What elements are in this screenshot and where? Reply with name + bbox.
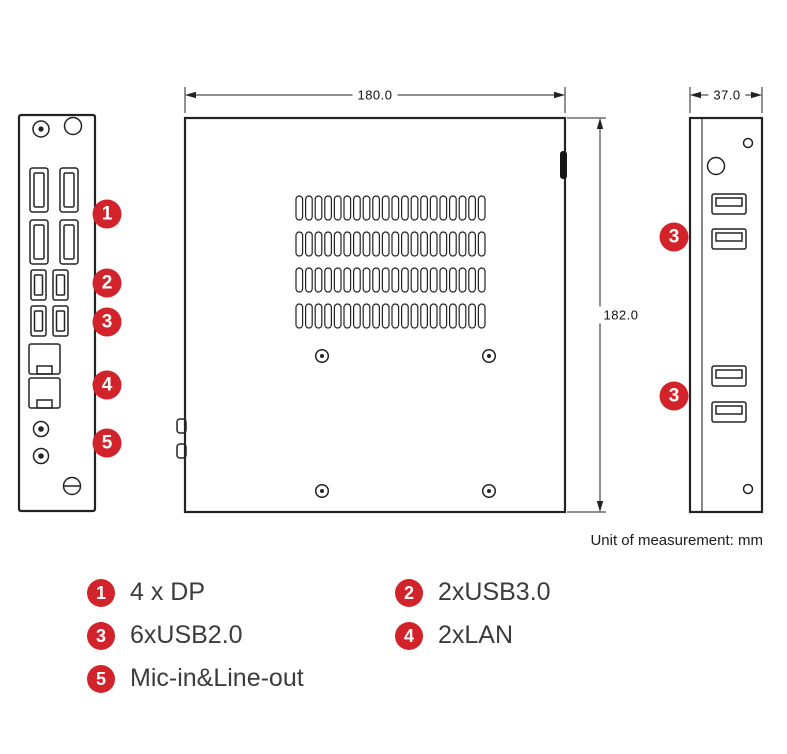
dp-ports (29, 167, 79, 265)
legend-item-audio: 5 Mic-in&Line-out (87, 664, 304, 693)
callout-badge-1: 1 (92, 199, 122, 229)
usb3-ports (30, 269, 69, 301)
unit-note: Unit of measurement: mm (590, 532, 763, 549)
legend-item-usb2: 3 6xUSB2.0 (87, 621, 243, 650)
audio-jacks (32, 420, 50, 465)
dimension-label-width: 180.0 (352, 86, 398, 104)
callout-badge-3-side-top: 3 (659, 222, 689, 252)
legend-item-dp: 1 4 x DP (87, 578, 205, 607)
vent-slots (295, 195, 486, 329)
legend-label-dp: 4 x DP (130, 578, 206, 606)
legend-badge-1: 1 (87, 578, 115, 607)
dimension-label-depth: 37.0 (708, 86, 746, 104)
dimension-arrows (185, 91, 762, 512)
legend-badge-2: 2 (395, 578, 423, 607)
screw-holes (314, 348, 497, 499)
screw-icon (742, 137, 754, 149)
usb2-ports (30, 305, 69, 337)
callout-badge-3-side-bottom: 3 (659, 381, 689, 411)
legend-label-usb3: 2xUSB3.0 (438, 578, 551, 606)
legend-label-usb2: 6xUSB2.0 (130, 621, 243, 649)
legend-label-lan: 2xLAN (438, 621, 514, 649)
callout-badge-2: 2 (92, 268, 122, 298)
power-button-icon (706, 156, 726, 176)
callout-badge-3: 3 (92, 307, 122, 337)
dimension-lines (184, 87, 763, 513)
legend-item-lan: 4 2xLAN (395, 621, 513, 650)
legend-label-audio: Mic-in&Line-out (130, 664, 304, 692)
lan-ports (28, 343, 61, 409)
legend-badge-3: 3 (87, 621, 115, 650)
callout-badge-4: 4 (92, 370, 122, 400)
dimension-label-height: 182.0 (598, 306, 644, 324)
side-view (688, 116, 764, 514)
bottom-view (176, 116, 567, 514)
legend-badge-4: 4 (395, 621, 423, 650)
legend-badge-5: 5 (87, 664, 115, 693)
side-button-icon (560, 151, 567, 179)
front-panel-view (17, 113, 97, 513)
side-usb-ports-bottom (711, 365, 747, 423)
power-button-icon (63, 116, 83, 136)
thumbscrew-icon (62, 476, 82, 496)
side-usb-ports-top (711, 193, 747, 250)
legend-item-usb3: 2 2xUSB3.0 (395, 578, 551, 607)
callout-badge-5: 5 (92, 428, 122, 458)
screw-icon (742, 483, 754, 495)
round-port-icon (32, 120, 50, 138)
